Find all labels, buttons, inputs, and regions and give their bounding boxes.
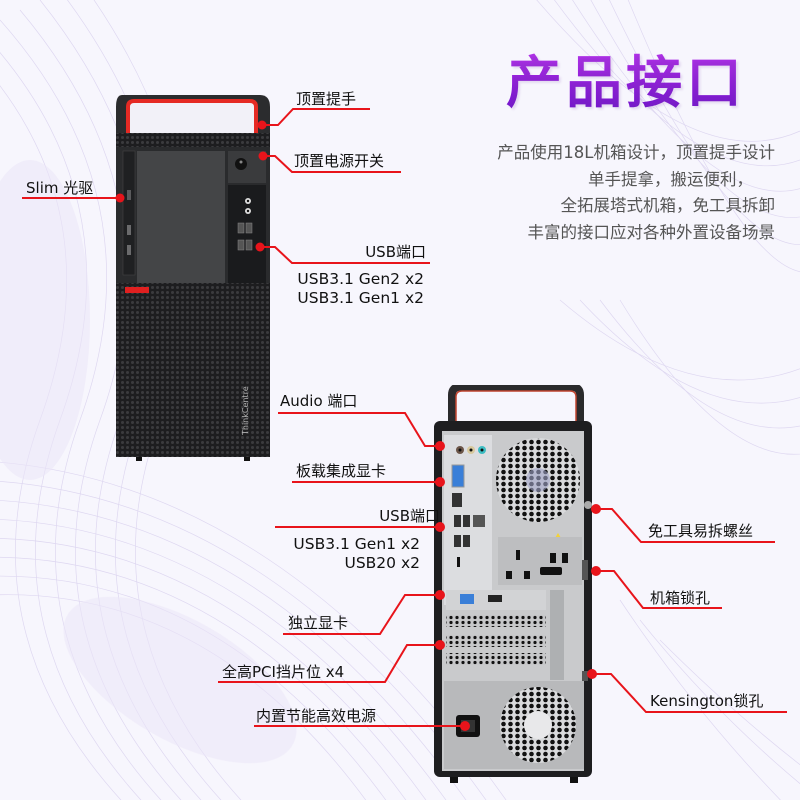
label-front-usb-title: USB端口 <box>365 243 426 261</box>
description-line: 全拓展塔式机箱，免工具拆卸 <box>560 196 776 215</box>
product-description: 产品使用18L机箱设计，顶置提手设计 单手提拿，搬运便利， 全拓展塔式机箱，免工… <box>415 140 775 246</box>
pc-rear-view <box>434 385 592 783</box>
label-top-handle: 顶置提手 <box>296 90 357 108</box>
label-slim-optical-drive: Slim 光驱 <box>26 179 94 197</box>
label-pci-slots: 全高PCI挡片位 x4 <box>222 663 345 681</box>
front-usb-spec-line: USB3.1 Gen2 x2 <box>297 270 424 288</box>
rear-usb-specs: USB3.1 Gen1 x2 USB20 x2 <box>293 535 420 573</box>
label-power-supply: 内置节能高效电源 <box>256 707 377 725</box>
label-rear-usb-title: USB端口 <box>379 507 440 525</box>
rear-usb-spec-line: USB3.1 Gen1 x2 <box>293 535 420 553</box>
label-kensington-lock: Kensington锁孔 <box>650 692 764 710</box>
description-line: 丰富的接口应对各种外置设备场景 <box>527 222 776 242</box>
label-audio-ports: Audio 端口 <box>280 392 358 410</box>
front-usb-specs: USB3.1 Gen2 x2 USB3.1 Gen1 x2 <box>297 270 424 308</box>
front-usb-spec-line: USB3.1 Gen1 x2 <box>297 289 424 307</box>
label-chassis-lock: 机箱锁孔 <box>650 589 711 607</box>
pc-front-view: ThinkCentre <box>116 95 270 461</box>
rear-usb-spec-line: USB20 x2 <box>344 554 420 572</box>
label-toolless-screw: 免工具易拆螺丝 <box>648 522 754 540</box>
description-line: 产品使用18L机箱设计，顶置提手设计 <box>497 143 775 162</box>
svg-text:ThinkCentre: ThinkCentre <box>241 386 250 436</box>
description-line: 单手提拿，搬运便利， <box>588 169 753 189</box>
label-onboard-graphics: 板载集成显卡 <box>296 462 387 480</box>
label-discrete-graphics: 独立显卡 <box>288 614 349 632</box>
page-title: 产品接口 <box>506 38 746 119</box>
label-top-power-switch: 顶置电源开关 <box>294 152 385 170</box>
